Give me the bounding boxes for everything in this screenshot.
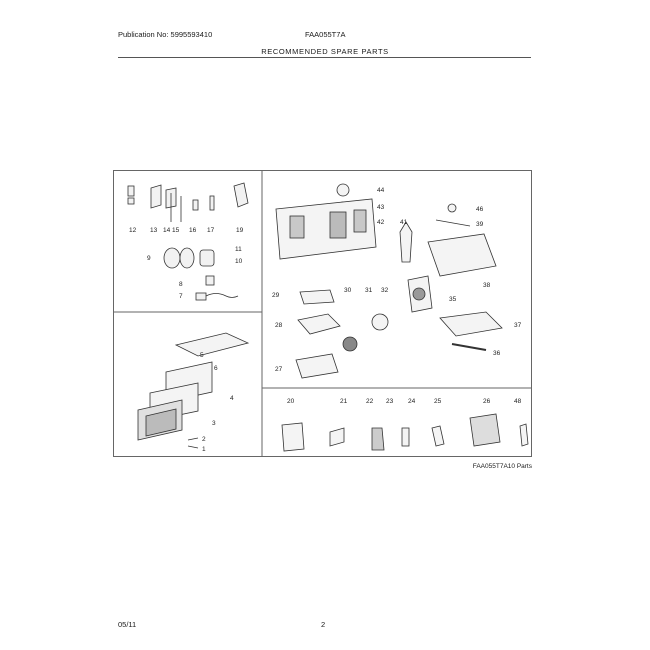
panel-dividers — [114, 171, 531, 456]
part-24-drawing — [401, 427, 410, 447]
part-37-drawing — [439, 311, 503, 337]
part-9-drawing — [163, 247, 181, 269]
part-41-drawing — [399, 221, 413, 263]
label-16: 16 — [189, 227, 197, 234]
label-10: 10 — [235, 258, 243, 265]
part-2-leader — [187, 437, 199, 441]
label-17: 17 — [207, 227, 215, 234]
label-13: 13 — [150, 227, 158, 234]
part-42-vent-b — [329, 211, 347, 239]
label-25: 25 — [434, 398, 442, 405]
part-19-drawing — [233, 182, 249, 208]
label-29: 29 — [272, 292, 280, 299]
part-35-motor — [412, 287, 426, 301]
header-rule — [118, 57, 531, 58]
part-13-drawing — [150, 184, 162, 209]
label-43: 43 — [377, 204, 385, 211]
label-19: 19 — [236, 227, 244, 234]
part-9b-drawing — [179, 247, 195, 269]
part-42-vent-c — [353, 209, 367, 233]
control-parts-group — [281, 413, 529, 452]
part-8-drawing — [205, 275, 215, 286]
label-20: 20 — [287, 398, 295, 405]
part-28-drawing — [297, 313, 341, 335]
label-30: 30 — [344, 287, 352, 294]
publication-number: Publication No: 5995593410 — [118, 30, 213, 39]
label-48: 48 — [514, 398, 522, 405]
part-16-drawing — [192, 199, 199, 211]
label-28: 28 — [275, 322, 283, 329]
label-36: 36 — [493, 350, 501, 357]
part-21-drawing — [329, 427, 345, 447]
label-14: 14 — [163, 227, 171, 234]
label-27: 27 — [275, 366, 283, 373]
part-20-drawing — [281, 422, 305, 452]
label-11: 11 — [235, 246, 242, 253]
section-title: RECOMMENDED SPARE PARTS — [261, 47, 389, 56]
label-3: 3 — [212, 420, 216, 427]
label-5: 5 — [200, 352, 204, 359]
part-labels: 12 13 14 15 16 17 19 9 11 10 8 7 5 6 4 3… — [129, 187, 522, 453]
label-8: 8 — [179, 281, 183, 288]
part-5-drawing — [174, 332, 250, 357]
chassis-parts-group — [275, 183, 503, 379]
part-42-vent-a — [289, 215, 305, 239]
label-24: 24 — [408, 398, 416, 405]
label-37: 37 — [514, 322, 522, 329]
label-9: 9 — [147, 255, 151, 262]
part-11-drawing — [199, 249, 215, 267]
part-29-drawing — [299, 289, 335, 305]
front-panel-assembly — [137, 332, 250, 449]
label-41: 41 — [400, 219, 408, 226]
part-48-drawing — [519, 423, 529, 447]
label-12: 12 — [129, 227, 137, 234]
part-38-drawing — [427, 233, 497, 277]
label-31: 31 — [365, 287, 373, 294]
label-1: 1 — [202, 446, 206, 453]
label-2: 2 — [202, 436, 206, 443]
part-25-drawing — [431, 425, 445, 447]
label-44: 44 — [377, 187, 385, 194]
footer-date: 05/11 — [118, 620, 137, 629]
model-number: FAA055T7A — [305, 30, 346, 39]
diagram-caption: FAA055T7A10 Parts — [472, 463, 532, 470]
part-12-drawing — [127, 185, 135, 197]
label-32: 32 — [381, 287, 389, 294]
parts-diagram-frame — [113, 170, 532, 457]
label-6: 6 — [214, 365, 218, 372]
part-39-drawing — [435, 219, 471, 227]
part-30-drawing — [342, 336, 358, 352]
footer-page-number: 2 — [321, 620, 326, 629]
part-32-drawing — [371, 313, 389, 331]
label-7: 7 — [179, 293, 183, 300]
part-12b-drawing — [127, 197, 135, 205]
label-21: 21 — [340, 398, 348, 405]
part-46-drawing — [447, 203, 457, 213]
part-7-wire — [205, 293, 239, 298]
part-42-drawing — [275, 198, 377, 260]
part-3-grille — [145, 408, 177, 437]
part-7-drawing — [195, 292, 207, 301]
label-38: 38 — [483, 282, 491, 289]
label-23: 23 — [386, 398, 394, 405]
label-26: 26 — [483, 398, 491, 405]
small-parts-group — [127, 182, 249, 301]
label-4: 4 — [230, 395, 234, 402]
part-22-drawing — [371, 427, 385, 451]
label-35: 35 — [449, 296, 457, 303]
label-22: 22 — [366, 398, 374, 405]
part-44-drawing — [336, 183, 350, 197]
part-17-drawing — [209, 195, 215, 211]
part-1-leader — [187, 445, 199, 449]
label-46: 46 — [476, 206, 484, 213]
label-15: 15 — [172, 227, 180, 234]
part-27-drawing — [295, 353, 339, 379]
part-36-drawing — [451, 343, 487, 351]
label-39-top: 39 — [476, 221, 484, 228]
label-42: 42 — [377, 219, 385, 226]
part-26-drawing — [469, 413, 501, 447]
